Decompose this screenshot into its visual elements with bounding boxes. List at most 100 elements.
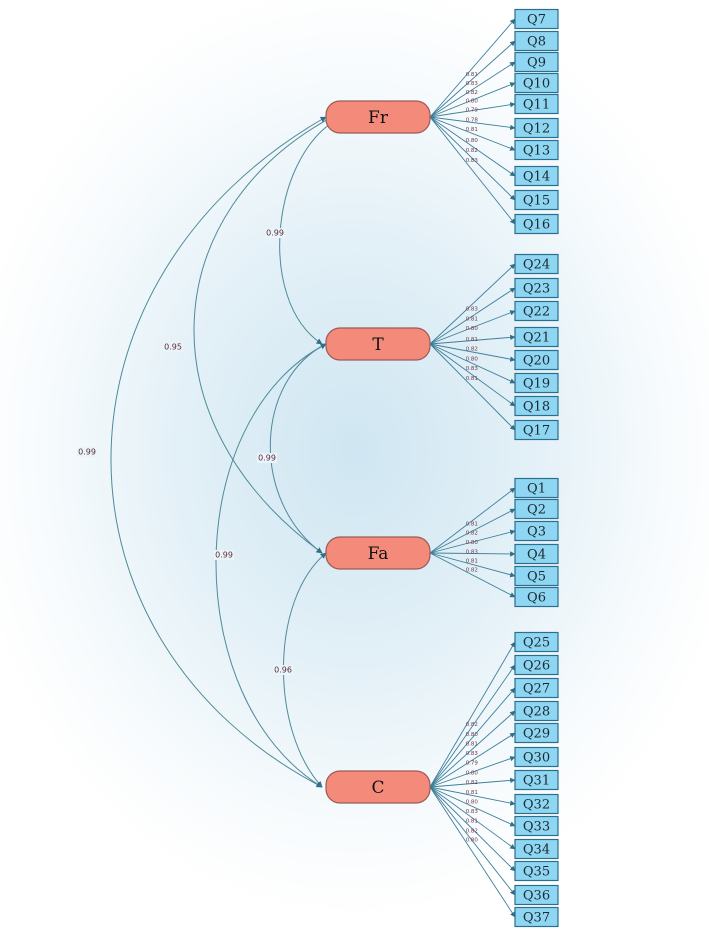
loading-label-C-Q27: 0.81 xyxy=(466,741,478,747)
indicator-Q21: Q21 xyxy=(514,326,559,348)
indicator-label: Q34 xyxy=(523,843,550,858)
latent-label: Fa xyxy=(368,544,389,564)
indicator-box xyxy=(514,253,559,275)
indicator-box xyxy=(514,793,559,815)
indicator-label: Q5 xyxy=(527,570,546,585)
loading-path-Fr-Q12 xyxy=(429,116,516,131)
loading-path-T-Q20 xyxy=(429,343,516,362)
indicator-Q17: Q17 xyxy=(514,419,559,441)
correlation-label-t-fa: 0.99 xyxy=(258,454,276,463)
indicator-box xyxy=(514,498,559,520)
indicator-label: Q33 xyxy=(523,820,550,835)
correlation-path-fr-t xyxy=(279,116,343,345)
loading-path-Fa-Q2 xyxy=(429,508,516,554)
indicator-label: Q10 xyxy=(523,77,550,92)
indicator-box xyxy=(514,543,559,565)
latent-label: Fr xyxy=(368,108,389,128)
indicator-box xyxy=(514,300,559,322)
indicator-label: Q36 xyxy=(523,889,550,904)
indicator-Q18: Q18 xyxy=(514,395,559,417)
loading-path-C-Q36 xyxy=(429,786,516,896)
indicator-label: Q30 xyxy=(523,751,550,766)
correlation-label-bg xyxy=(273,665,293,675)
indicator-Q12: Q12 xyxy=(514,117,559,139)
loading-layer: 0.810.830.820.800.790.780.810.800.820.83… xyxy=(429,18,516,918)
loading-label-T-Q17: 0.81 xyxy=(466,376,478,382)
indicator-label: Q3 xyxy=(527,525,546,540)
indicator-box xyxy=(514,838,559,860)
indicator-Q23: Q23 xyxy=(514,277,559,299)
loading-path-T-Q19 xyxy=(429,343,516,384)
correlation-layer: 0.990.950.990.990.990.96 xyxy=(77,116,343,788)
indicator-box xyxy=(514,631,559,653)
correlation-path-t-fa xyxy=(269,343,327,554)
correlation-label-bg xyxy=(257,453,277,463)
latent-shape xyxy=(325,536,431,570)
latent-shape xyxy=(325,770,431,804)
indicator-Q10: Q10 xyxy=(514,72,559,94)
correlation-label-fr-fa: 0.95 xyxy=(164,343,182,352)
loading-label-C-Q31: 0.82 xyxy=(466,780,478,786)
loading-path-Fa-Q4 xyxy=(429,551,516,557)
indicator-Q22: Q22 xyxy=(514,300,559,322)
loading-path-C-Q33 xyxy=(429,786,516,827)
loading-label-Fr-Q12: 0.78 xyxy=(466,118,479,124)
indicator-Q19: Q19 xyxy=(514,372,559,394)
indicator-Q9: Q9 xyxy=(514,51,559,73)
indicator-Q2: Q2 xyxy=(514,498,559,520)
indicator-Q16: Q16 xyxy=(514,213,559,235)
indicator-label: Q35 xyxy=(523,865,550,880)
loading-path-Fr-Q7 xyxy=(429,18,516,118)
indicator-box xyxy=(514,8,559,30)
indicator-label: Q20 xyxy=(523,354,550,369)
correlation-label-t-c: 0.99 xyxy=(215,551,233,560)
indicator-box xyxy=(514,746,559,768)
loading-label-Fa-Q4: 0.83 xyxy=(466,549,479,555)
loading-path-C-Q37 xyxy=(429,786,516,918)
indicator-label: Q32 xyxy=(523,798,550,813)
indicator-Q28: Q28 xyxy=(514,700,559,722)
loading-path-C-Q31 xyxy=(429,777,516,788)
indicator-box xyxy=(514,654,559,676)
loading-label-C-Q26: 0.80 xyxy=(466,732,479,738)
indicator-box xyxy=(514,906,559,928)
indicator-box xyxy=(514,30,559,52)
loading-path-Fr-Q14 xyxy=(429,116,516,177)
loading-label-Fa-Q6: 0.82 xyxy=(466,567,478,573)
loading-label-Fr-Q16: 0.83 xyxy=(466,158,479,164)
latent-node-fa: Fa xyxy=(325,536,431,570)
loading-label-C-Q32: 0.81 xyxy=(466,790,478,796)
indicator-label: Q31 xyxy=(523,774,550,789)
indicator-label: Q15 xyxy=(523,194,550,209)
indicator-Q27: Q27 xyxy=(514,677,559,699)
indicator-box xyxy=(514,349,559,371)
indicator-box xyxy=(514,139,559,161)
indicator-box xyxy=(514,769,559,791)
loading-label-Fa-Q1: 0.81 xyxy=(466,522,478,528)
indicator-label: Q8 xyxy=(527,35,546,50)
loading-path-T-Q18 xyxy=(429,343,516,407)
correlation-label-fa-c: 0.96 xyxy=(274,666,292,675)
indicator-Q14: Q14 xyxy=(514,165,559,187)
indicator-Q24: Q24 xyxy=(514,253,559,275)
indicator-Q31: Q31 xyxy=(514,769,559,791)
loading-label-C-Q36: 0.82 xyxy=(466,828,478,834)
indicator-label: Q6 xyxy=(527,591,546,606)
latent-shape xyxy=(325,327,431,361)
loading-path-T-Q21 xyxy=(429,334,516,345)
indicator-box xyxy=(514,677,559,699)
indicator-Q32: Q32 xyxy=(514,793,559,815)
indicator-box xyxy=(514,326,559,348)
indicator-Q15: Q15 xyxy=(514,189,559,211)
loading-label-C-Q25: 0.82 xyxy=(466,722,478,728)
indicator-Q36: Q36 xyxy=(514,884,559,906)
indicator-Q13: Q13 xyxy=(514,139,559,161)
loading-path-Fr-Q9 xyxy=(429,61,516,118)
loading-path-Fa-Q1 xyxy=(429,487,516,554)
loading-path-C-Q28 xyxy=(429,710,516,788)
indicator-Q35: Q35 xyxy=(514,860,559,882)
indicator-Q1: Q1 xyxy=(514,477,559,499)
loading-label-Fr-Q9: 0.82 xyxy=(466,90,478,96)
indicator-box xyxy=(514,565,559,587)
loading-path-Fr-Q16 xyxy=(429,116,516,225)
